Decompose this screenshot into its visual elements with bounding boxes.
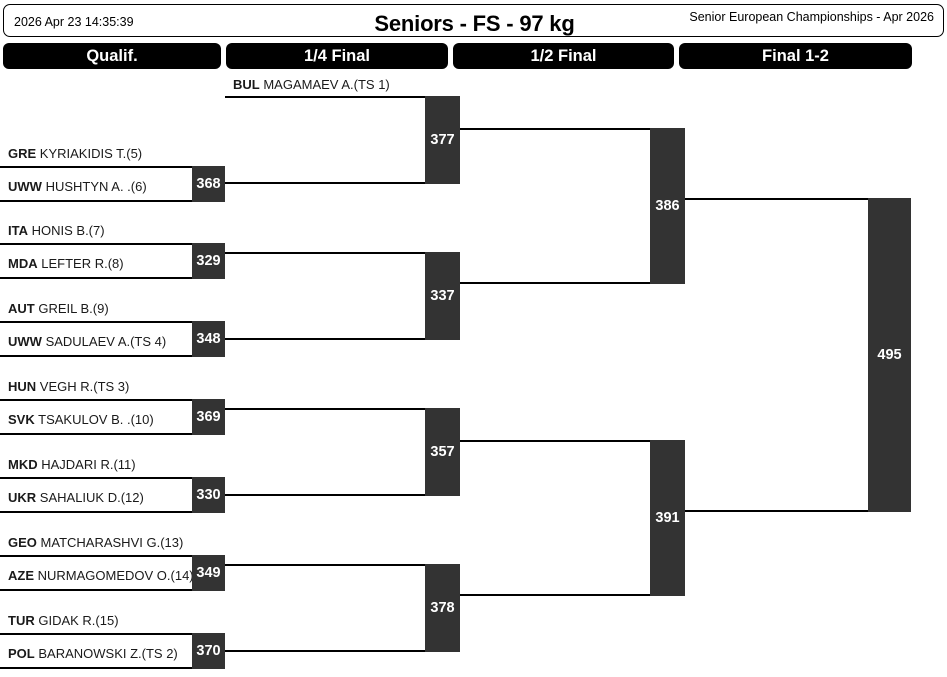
qualif-box-4: SVK TSAKULOV B. .(10) bbox=[0, 399, 192, 435]
competitor-name: TSAKULOV B. .(10) bbox=[38, 412, 154, 427]
country-code: GRE bbox=[8, 146, 37, 161]
tab-final[interactable]: Final 1-2 bbox=[679, 43, 912, 69]
qualif-competitor-lower-4: SVK TSAKULOV B. .(10) bbox=[8, 412, 154, 427]
qualif-box-3: UWW SADULAEV A.(TS 4) bbox=[0, 321, 192, 357]
qualif-competitor-upper-3: AUT GREIL B.(9) bbox=[8, 301, 109, 316]
qualif-match-4[interactable]: HUN VEGH R.(TS 3) SVK TSAKULOV B. .(10) … bbox=[0, 379, 225, 435]
header-datetime: 2026 Apr 23 14:35:39 bbox=[14, 15, 134, 29]
competitor-name: MAGAMAEV A.(TS 1) bbox=[263, 77, 390, 92]
header-event-name: Senior European Championships - Apr 2026 bbox=[689, 10, 934, 24]
competitor-name: KYRIAKIDIS T.(5) bbox=[39, 146, 143, 161]
qualif-bout-number-7[interactable]: 370 bbox=[192, 633, 225, 669]
country-code: BUL bbox=[233, 77, 260, 92]
competitor-name: SAHALIUK D.(12) bbox=[39, 490, 144, 505]
semifinal-match-1[interactable]: 386 bbox=[460, 128, 685, 284]
tab-quarter[interactable]: 1/4 Final bbox=[226, 43, 448, 69]
qualif-competitor-upper-1: GRE KYRIAKIDIS T.(5) bbox=[8, 146, 142, 161]
country-code: MDA bbox=[8, 256, 38, 271]
competitor-name: HONIS B.(7) bbox=[31, 223, 105, 238]
qualif-bout-number-6[interactable]: 349 bbox=[192, 555, 225, 591]
quarterfinal-body-3 bbox=[225, 408, 460, 496]
qualif-competitor-upper-7: TUR GIDAK R.(15) bbox=[8, 613, 119, 628]
country-code: AZE bbox=[8, 568, 34, 583]
country-code: TUR bbox=[8, 613, 35, 628]
semifinal-body-1 bbox=[460, 128, 685, 284]
qualif-match-1[interactable]: GRE KYRIAKIDIS T.(5) UWW HUSHTYN A. .(6)… bbox=[0, 146, 225, 202]
qualif-bout-number-1[interactable]: 368 bbox=[192, 166, 225, 202]
country-code: HUN bbox=[8, 379, 37, 394]
competitor-name: HAJDARI R.(11) bbox=[41, 457, 136, 472]
competitor-name: HUSHTYN A. .(6) bbox=[45, 179, 147, 194]
competitor-name: NURMAGOMEDOV O.(14) bbox=[37, 568, 192, 583]
country-code: SVK bbox=[8, 412, 35, 427]
qualif-box-6: AZE NURMAGOMEDOV O.(14) bbox=[0, 555, 192, 591]
qualif-box-1: UWW HUSHTYN A. .(6) bbox=[0, 166, 192, 202]
final-body bbox=[685, 198, 911, 512]
quarterfinal-body-4 bbox=[225, 564, 460, 652]
qualif-competitor-upper-4: HUN VEGH R.(TS 3) bbox=[8, 379, 129, 394]
country-code: MKD bbox=[8, 457, 38, 472]
quarterfinal-match-2[interactable]: 337 bbox=[225, 252, 460, 340]
quarterfinal-bout-number-1[interactable]: 377 bbox=[425, 96, 460, 184]
quarterfinal-bout-number-2[interactable]: 337 bbox=[425, 252, 460, 340]
qualif-competitor-lower-2: MDA LEFTER R.(8) bbox=[8, 256, 124, 271]
qualif-competitor-lower-7: POL BARANOWSKI Z.(TS 2) bbox=[8, 646, 178, 661]
qualif-bout-number-5[interactable]: 330 bbox=[192, 477, 225, 513]
qualif-box-7: POL BARANOWSKI Z.(TS 2) bbox=[0, 633, 192, 669]
country-code: UWW bbox=[8, 179, 42, 194]
qualif-bout-number-4[interactable]: 369 bbox=[192, 399, 225, 435]
final-match[interactable]: 495 bbox=[685, 198, 911, 512]
qualif-competitor-upper-5: MKD HAJDARI R.(11) bbox=[8, 457, 136, 472]
semifinal-body-2 bbox=[460, 440, 685, 596]
qualif-match-7[interactable]: TUR GIDAK R.(15) POL BARANOWSKI Z.(TS 2)… bbox=[0, 613, 225, 669]
qualif-competitor-lower-5: UKR SAHALIUK D.(12) bbox=[8, 490, 144, 505]
page-title: Seniors - FS - 97 kg bbox=[374, 11, 575, 36]
quarterfinal-bout-number-4[interactable]: 378 bbox=[425, 564, 460, 652]
qualif-box-5: UKR SAHALIUK D.(12) bbox=[0, 477, 192, 513]
qualif-box-2: MDA LEFTER R.(8) bbox=[0, 243, 192, 279]
quarterfinal-seed-label-1: BUL MAGAMAEV A.(TS 1) bbox=[233, 77, 390, 92]
final-bout-number[interactable]: 495 bbox=[868, 198, 911, 512]
semifinal-match-2[interactable]: 391 bbox=[460, 440, 685, 596]
tab-qualif[interactable]: Qualif. bbox=[3, 43, 221, 69]
quarterfinal-bout-number-3[interactable]: 357 bbox=[425, 408, 460, 496]
qualif-bout-number-3[interactable]: 348 bbox=[192, 321, 225, 357]
qualif-match-3[interactable]: AUT GREIL B.(9) UWW SADULAEV A.(TS 4) 34… bbox=[0, 301, 225, 357]
competitor-name: LEFTER R.(8) bbox=[41, 256, 124, 271]
qualif-competitor-lower-3: UWW SADULAEV A.(TS 4) bbox=[8, 334, 166, 349]
quarterfinal-match-4[interactable]: 378 bbox=[225, 564, 460, 652]
competitor-name: GIDAK R.(15) bbox=[38, 613, 119, 628]
qualif-competitor-lower-6: AZE NURMAGOMEDOV O.(14) bbox=[8, 568, 192, 583]
qualif-bout-number-2[interactable]: 329 bbox=[192, 243, 225, 279]
country-code: UKR bbox=[8, 490, 37, 505]
qualif-match-5[interactable]: MKD HAJDARI R.(11) UKR SAHALIUK D.(12) 3… bbox=[0, 457, 225, 513]
competitor-name: BARANOWSKI Z.(TS 2) bbox=[38, 646, 178, 661]
country-code: AUT bbox=[8, 301, 35, 316]
country-code: POL bbox=[8, 646, 35, 661]
qualif-match-2[interactable]: ITA HONIS B.(7) MDA LEFTER R.(8) 329 bbox=[0, 223, 225, 279]
competitor-name: GREIL B.(9) bbox=[38, 301, 109, 316]
competitor-name: MATCHARASHVI G.(13) bbox=[40, 535, 184, 550]
quarterfinal-match-3[interactable]: 357 bbox=[225, 408, 460, 496]
semifinal-bout-number-1[interactable]: 386 bbox=[650, 128, 685, 284]
country-code: GEO bbox=[8, 535, 37, 550]
country-code: UWW bbox=[8, 334, 42, 349]
tab-semi[interactable]: 1/2 Final bbox=[453, 43, 674, 69]
quarterfinal-body-1 bbox=[225, 96, 460, 184]
quarterfinal-body-2 bbox=[225, 252, 460, 340]
qualif-competitor-upper-6: GEO MATCHARASHVI G.(13) bbox=[8, 535, 183, 550]
header-bar: 2026 Apr 23 14:35:39 Seniors - FS - 97 k… bbox=[3, 4, 944, 37]
quarterfinal-match-1[interactable]: BUL MAGAMAEV A.(TS 1) 377 bbox=[225, 77, 460, 184]
semifinal-bout-number-2[interactable]: 391 bbox=[650, 440, 685, 596]
qualif-competitor-upper-2: ITA HONIS B.(7) bbox=[8, 223, 105, 238]
competitor-name: VEGH R.(TS 3) bbox=[39, 379, 130, 394]
country-code: ITA bbox=[8, 223, 28, 238]
qualif-match-6[interactable]: GEO MATCHARASHVI G.(13) AZE NURMAGOMEDOV… bbox=[0, 535, 225, 591]
competitor-name: SADULAEV A.(TS 4) bbox=[45, 334, 167, 349]
qualif-competitor-lower-1: UWW HUSHTYN A. .(6) bbox=[8, 179, 147, 194]
